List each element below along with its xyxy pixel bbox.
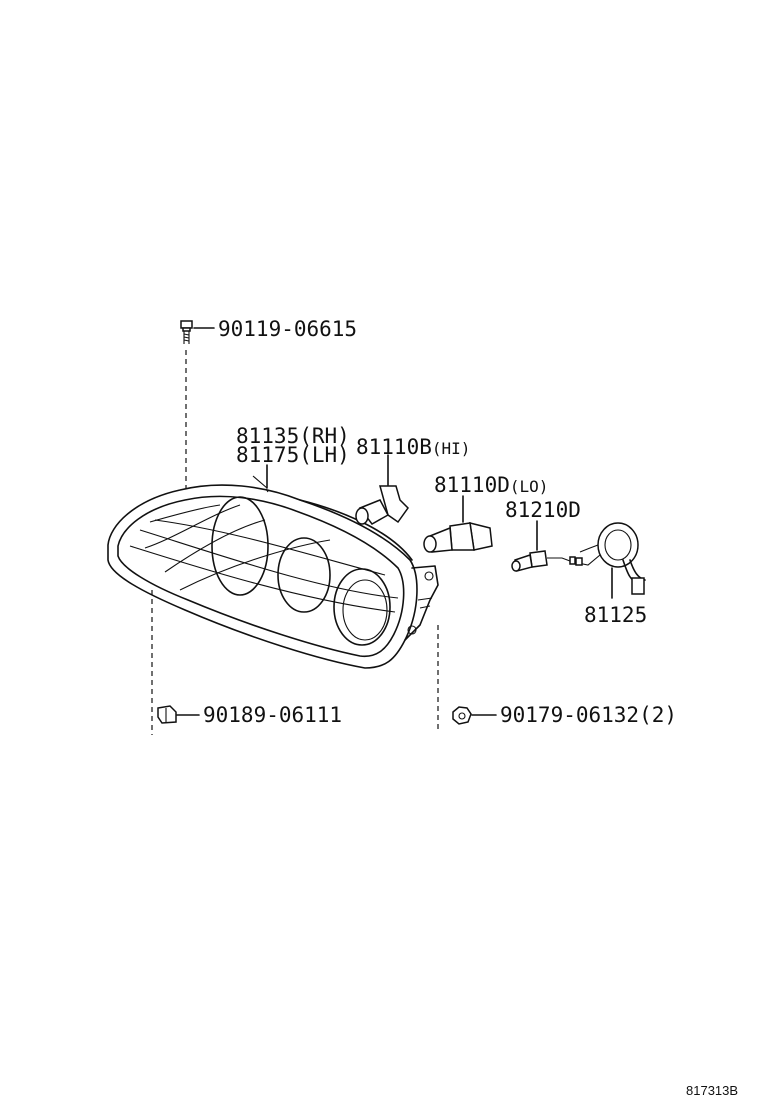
socket-wire-icon: [575, 522, 646, 599]
bolt-icon: [180, 320, 193, 344]
label-small-bulb: 81210D: [505, 498, 581, 522]
small-bulb-icon: [511, 520, 576, 572]
headlamp-housing: [107, 475, 439, 669]
label-clip: 90189-06111: [203, 703, 342, 727]
label-housing-rh: 81135(RH): [236, 424, 350, 448]
label-bolt-part: 90119-06615: [218, 317, 357, 341]
label-bulb-lo: 81110D(LO): [434, 473, 548, 497]
label-socket: 81125: [584, 603, 647, 627]
bulb-lo-icon: [423, 495, 493, 553]
label-bulb-hi: 81110B(HI): [356, 435, 470, 459]
diagram-ref-code: 817313B: [686, 1083, 738, 1098]
label-nut: 90179-06132(2): [500, 703, 677, 727]
nut-icon: [452, 706, 472, 725]
bulb-hi-icon: [355, 454, 409, 525]
label-housing-lh: 81175(LH): [236, 443, 350, 467]
clip-icon: [157, 705, 177, 724]
